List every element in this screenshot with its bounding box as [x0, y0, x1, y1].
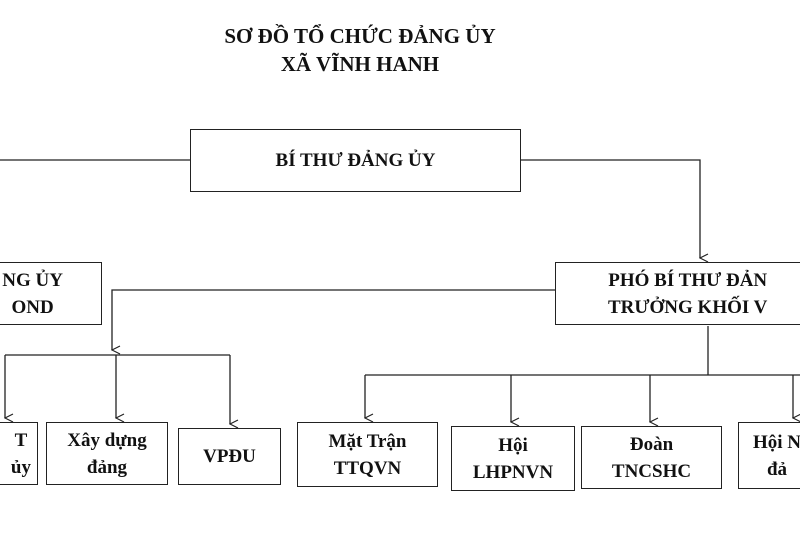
diagram-title-line1: SƠ ĐỒ TỔ CHỨC ĐẢNG ỦY — [224, 24, 496, 48]
node-right-child-3: Đoàn TNCSHC — [581, 426, 722, 489]
node-left-head: NG ỦY OND — [0, 262, 102, 325]
node-right-child-4: Hội N đả — [738, 422, 800, 489]
node-left-child-2: Xây dựng đảng — [46, 422, 168, 485]
connector-right-to-left-group — [112, 289, 555, 350]
diagram-title-line2: XÃ VĨNH HANH — [280, 52, 440, 76]
node-right-child-1: Mặt Trận TTQVN — [297, 422, 438, 487]
node-right-head: PHÓ BÍ THƯ ĐẢN TRƯỞNG KHỐI V — [555, 262, 800, 325]
node-right-child-2: Hội LHPNVN — [451, 426, 575, 491]
node-bi-thu: BÍ THƯ ĐẢNG ỦY — [190, 129, 521, 192]
node-left-child-1: T ủy — [0, 422, 38, 485]
node-left-child-3: VPĐU — [178, 428, 281, 485]
connector-bithu-right — [521, 159, 700, 258]
